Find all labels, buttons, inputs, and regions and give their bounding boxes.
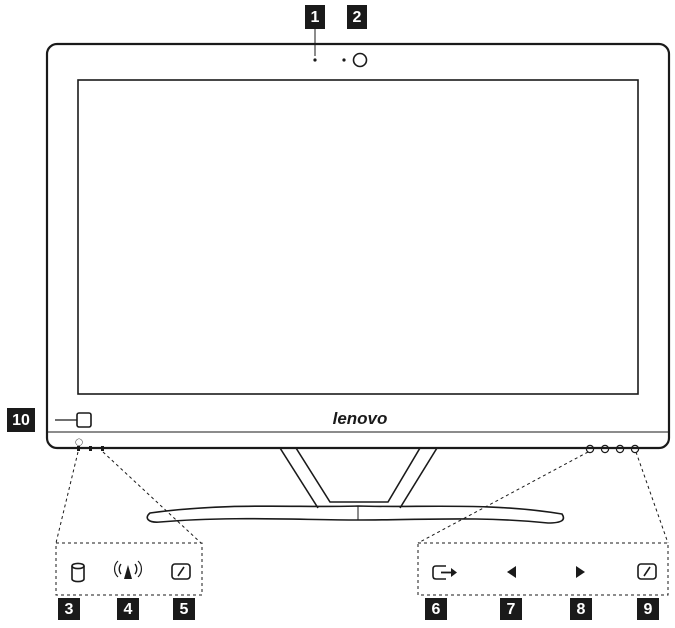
monitor-stand xyxy=(146,447,565,524)
svg-text:8: 8 xyxy=(577,601,586,618)
monitor-bezel xyxy=(45,42,671,450)
camera-indicator xyxy=(342,58,346,62)
novo-button-icon xyxy=(637,563,657,580)
svg-text:5: 5 xyxy=(180,601,189,618)
power-button[interactable] xyxy=(76,412,92,428)
callout-8: 8 xyxy=(570,598,592,620)
right-arrow-icon xyxy=(576,566,585,578)
right-control-buttons xyxy=(585,444,640,454)
lenovo-logo: lenovo xyxy=(333,409,388,428)
callout-7: 7 xyxy=(500,598,522,620)
monitor-screen xyxy=(77,79,639,395)
callout-9: 9 xyxy=(637,598,659,620)
left-arrow-icon xyxy=(507,566,516,578)
svg-text:3: 3 xyxy=(65,601,74,618)
hdd-indicator-mini-icon: ◯ xyxy=(75,438,83,446)
svg-text:1: 1 xyxy=(311,9,320,26)
svg-text:7: 7 xyxy=(507,601,516,618)
svg-text:4: 4 xyxy=(124,601,133,618)
wireless-icon xyxy=(114,560,142,579)
svg-text:2: 2 xyxy=(353,9,362,26)
callout-10: 10 xyxy=(7,408,35,432)
callout-2: 2 xyxy=(347,5,367,29)
callout-6: 6 xyxy=(425,598,447,620)
hard-drive-icon xyxy=(71,562,85,583)
camera-lens xyxy=(352,52,368,68)
callout-1: 1 xyxy=(305,5,325,56)
left-detail-expansion xyxy=(55,451,203,596)
input-source-icon xyxy=(432,565,457,580)
left-indicator-lights: ◯ xyxy=(75,438,104,451)
svg-text:10: 10 xyxy=(12,412,30,429)
callout-4: 4 xyxy=(117,598,139,620)
svg-text:9: 9 xyxy=(644,601,653,618)
callout-5: 5 xyxy=(173,598,195,620)
novo-button-icon xyxy=(171,563,191,580)
callout-3: 3 xyxy=(58,598,80,620)
microphone-hole xyxy=(313,58,317,62)
right-detail-expansion xyxy=(417,451,669,596)
svg-text:6: 6 xyxy=(432,601,441,618)
